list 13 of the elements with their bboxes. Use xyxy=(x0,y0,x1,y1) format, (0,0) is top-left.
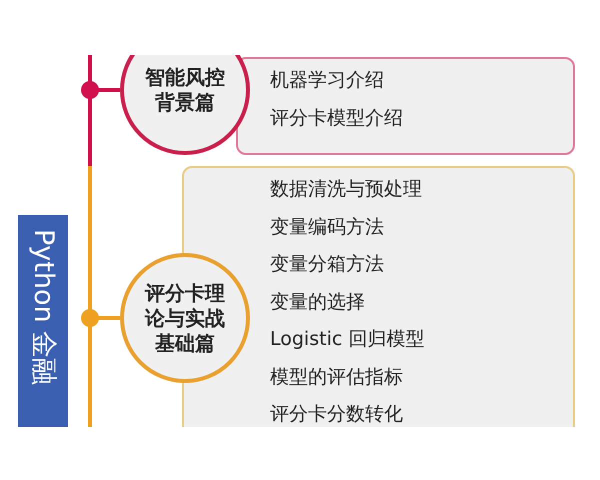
list-item: 模型的评估指标 xyxy=(270,364,403,388)
list-item: 评分卡模型介绍 xyxy=(270,106,403,130)
list-item: 数据清洗与预处理 xyxy=(270,177,422,201)
list-item: 变量的选择 xyxy=(270,290,365,314)
circle-label: 智能风控背景篇 xyxy=(144,65,226,115)
title-banner: Python 金融 xyxy=(18,215,68,427)
list-item: Logistic 回归模型 xyxy=(270,327,424,351)
list-item: 变量分箱方法 xyxy=(270,252,384,276)
list-item: 机器学习介绍 xyxy=(270,68,384,92)
circle-label: 评分卡理论与实战基础篇 xyxy=(144,280,226,356)
list-item: 评分卡分数转化 xyxy=(270,402,403,426)
list-item: 变量编码方法 xyxy=(270,214,384,238)
topic-panel xyxy=(236,57,575,155)
